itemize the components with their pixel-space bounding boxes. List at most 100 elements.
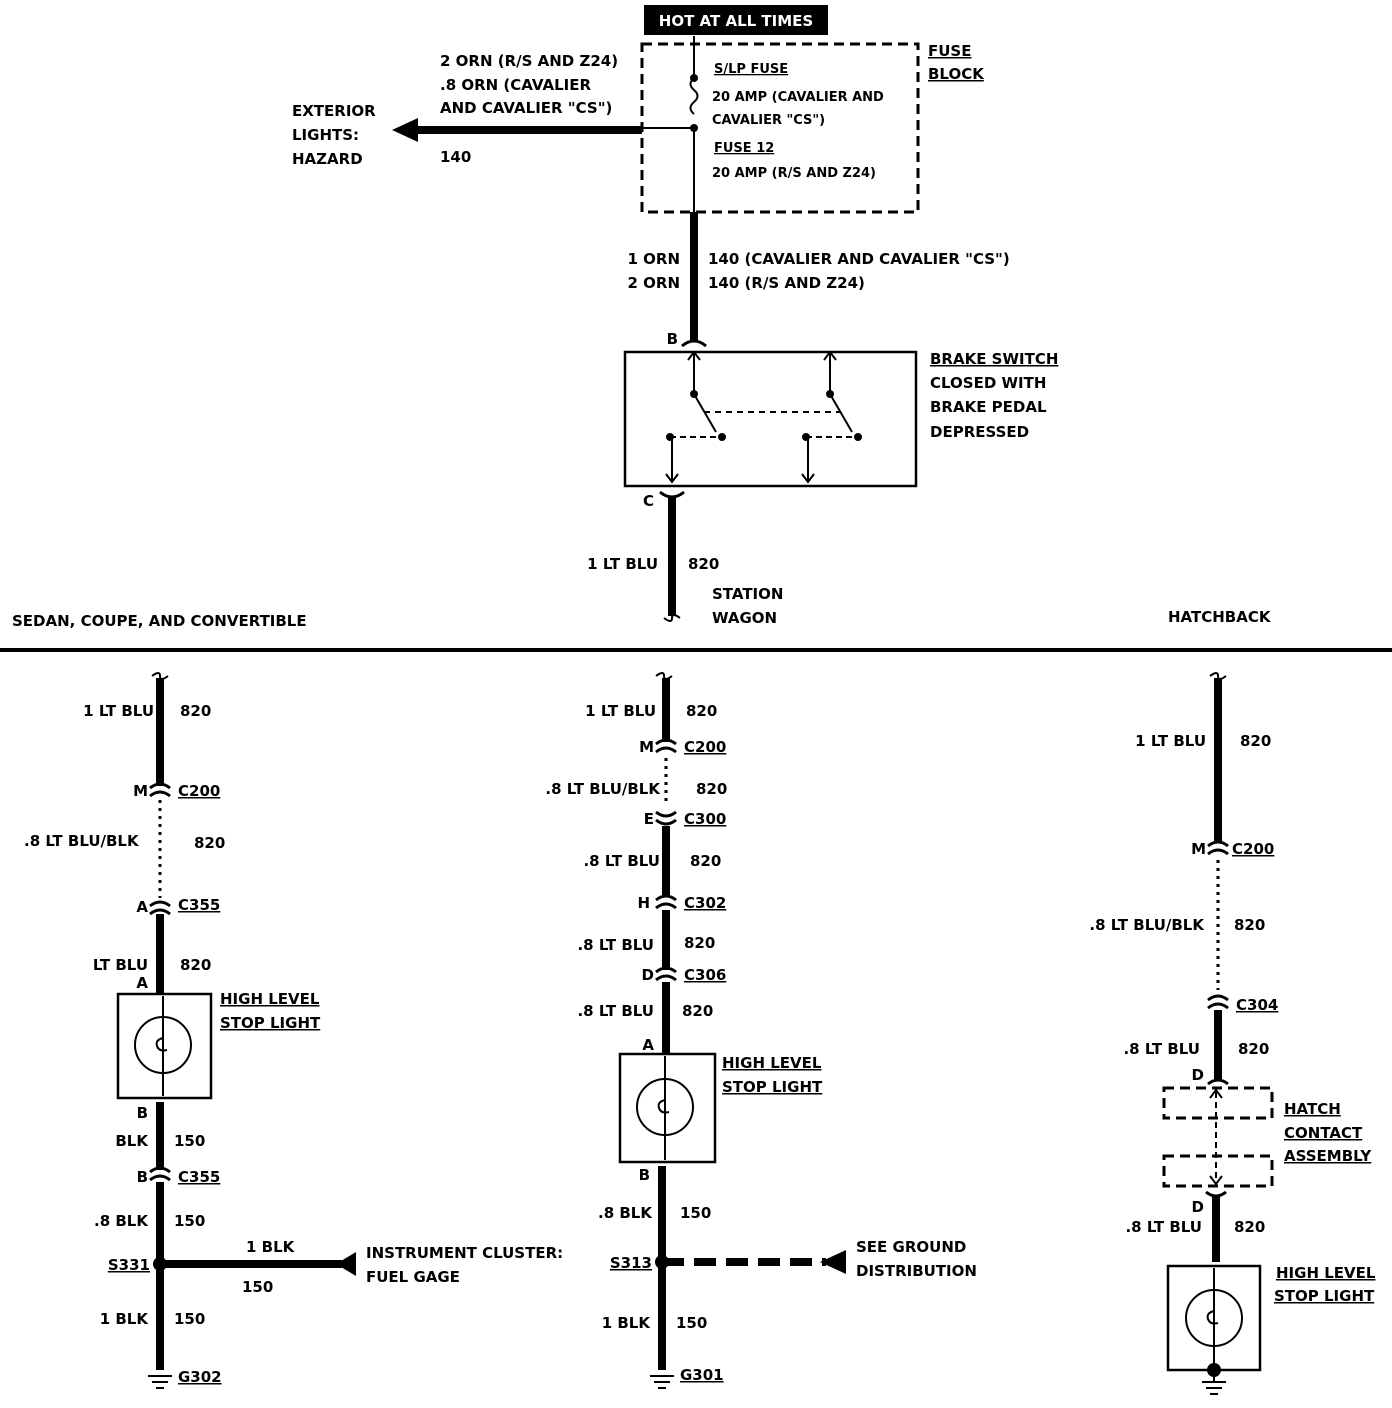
right-lamp-label-2: STOP LIGHT [1274,1287,1375,1305]
right-c304: C304 [1236,996,1278,1014]
left-lamp-box [116,992,213,1100]
mid-wire-5: .8 LT BLU [577,1002,654,1020]
mid-wire-1: 1 LT BLU [585,702,656,720]
mid-circuit-2: 820 [696,780,727,798]
left-pin-a-c355: A [136,898,148,916]
right-wire-3: .8 LT BLU [1123,1040,1200,1058]
feed-wire-label: 1 ORN [627,250,680,268]
left-cluster-label: INSTRUMENT CLUSTER: [366,1244,563,1262]
svg-text:HOT AT ALL TIMES: HOT AT ALL TIMES [659,12,813,30]
hatchback-label: HATCHBACK [1168,608,1272,626]
mid-ground-dist-label: SEE GROUND [856,1238,966,1256]
right-column: 1 LT BLU 820 M C200 .8 LT BLU/BLK 820 C3… [1089,672,1376,1395]
mid-wire-2: .8 LT BLU/BLK [545,780,661,798]
left-wire-1: 1 LT BLU [83,702,154,720]
right-circuit-3: 820 [1238,1040,1269,1058]
fuse-element [642,36,699,212]
left-lamp-pin-a: A [136,974,148,992]
hazard-circuit: 140 [440,148,471,166]
connector-b-icon [681,339,707,348]
slp-fuse-rating-2: CAVALIER "CS") [712,113,825,128]
left-circuit-5: 150 [174,1212,205,1230]
mid-ground-icon [650,1375,674,1389]
mid-ground-dist-arrow-icon [820,1250,846,1274]
left-branch-wire: 1 BLK [246,1238,296,1256]
mid-lamp-pin-b: B [639,1166,650,1184]
brake-switch-desc-2: BRAKE PEDAL [930,398,1047,416]
left-pin-m: M [133,782,148,800]
mid-circuit-6: 150 [680,1204,711,1222]
hatch-contact-label-3: ASSEMBLY [1284,1147,1372,1165]
output-wire-break-icon [663,614,681,622]
left-circuit-1: 820 [180,702,211,720]
left-column: 1 LT BLU 820 M C200 .8 LT BLU/BLK 820 A … [24,672,563,1389]
left-circuit-6: 150 [174,1310,205,1328]
left-lamp-label: HIGH LEVEL [220,990,320,1008]
connector-c-icon [659,490,685,499]
mid-lamp-label: HIGH LEVEL [722,1054,822,1072]
brake-switch-desc-3: DEPRESSED [930,423,1029,441]
output-wire-label: 1 LT BLU [587,555,658,573]
left-wire-2: .8 LT BLU/BLK [24,832,140,850]
exterior-lights-label: EXTERIOR [292,102,376,120]
right-circuit-2: 820 [1234,916,1265,934]
left-c200: C200 [178,782,220,800]
hazard-arrow-icon [392,118,418,142]
mid-circuit-4: 820 [684,934,715,952]
right-pin-d1: D [1192,1066,1204,1084]
hatch-contact-upper [1162,1086,1274,1120]
mid-c302: C302 [684,894,726,912]
mid-lamp-box [618,1052,717,1164]
right-c200: C200 [1232,840,1274,858]
hazard-wire-label: 2 ORN (R/S AND Z24) [440,52,618,70]
left-ground-icon [148,1375,172,1389]
mid-circuit-7: 150 [676,1314,707,1332]
pin-c-label: C [643,492,654,510]
left-ground-label: G302 [178,1368,222,1386]
left-circuit-4: 150 [174,1132,205,1150]
mid-c200: C200 [684,738,726,756]
brake-switch-desc: CLOSED WITH [930,374,1046,392]
right-circuit-1: 820 [1240,732,1271,750]
left-circuit-2: 820 [194,834,225,852]
left-circuit-3: 820 [180,956,211,974]
hatch-contact-lower [1162,1154,1274,1188]
right-pin-m: M [1191,840,1206,858]
right-wire-4: .8 LT BLU [1125,1218,1202,1236]
mid-splice-label: S313 [610,1254,652,1272]
pin-b-label: B [667,330,678,348]
mid-wire-4: .8 LT BLU [577,936,654,954]
mid-lamp-pin-a: A [642,1036,654,1054]
exterior-lights-label-3: HAZARD [292,150,363,168]
mid-circuit-5: 820 [682,1002,713,1020]
station-wagon-label: STATION [712,585,783,603]
left-wire-6: 1 BLK [100,1310,150,1328]
mid-pin-m: M [639,738,654,756]
right-wire-1: 1 LT BLU [1135,732,1206,750]
mid-wire-7: 1 BLK [602,1314,652,1332]
mid-wire-6: .8 BLK [598,1204,653,1222]
brake-switch-contacts-icon [665,350,862,484]
hazard-wire-label-3: AND CAVALIER "CS") [440,99,612,117]
mid-pin-h: H [637,894,650,912]
fuse-block-label: FUSE [928,42,971,60]
fuse-12-rating: 20 AMP (R/S AND Z24) [712,166,876,181]
sedan-label: SEDAN, COUPE, AND CONVERTIBLE [12,612,307,630]
left-cluster-label-2: FUEL GAGE [366,1268,460,1286]
mid-pin-e: E [644,810,654,828]
right-lamp-label: HIGH LEVEL [1276,1264,1376,1282]
fuse-12-label: FUSE 12 [714,141,774,156]
left-c355: C355 [178,896,220,914]
fuse-block-label-2: BLOCK [928,65,985,83]
left-splice-label: S331 [108,1256,150,1274]
right-pin-d2: D [1192,1198,1204,1216]
hatch-contact-label: HATCH [1284,1100,1341,1118]
left-lamp-pin-b: B [137,1104,148,1122]
left-wire-4: BLK [115,1132,149,1150]
right-ground-icon [1202,1370,1226,1395]
hot-at-all-times-label: HOT AT ALL TIMES [644,5,828,35]
left-wire-3: LT BLU [93,956,148,974]
feed-circuit: 140 (CAVALIER AND CAVALIER "CS") [708,250,1010,268]
left-c355b: C355 [178,1168,220,1186]
